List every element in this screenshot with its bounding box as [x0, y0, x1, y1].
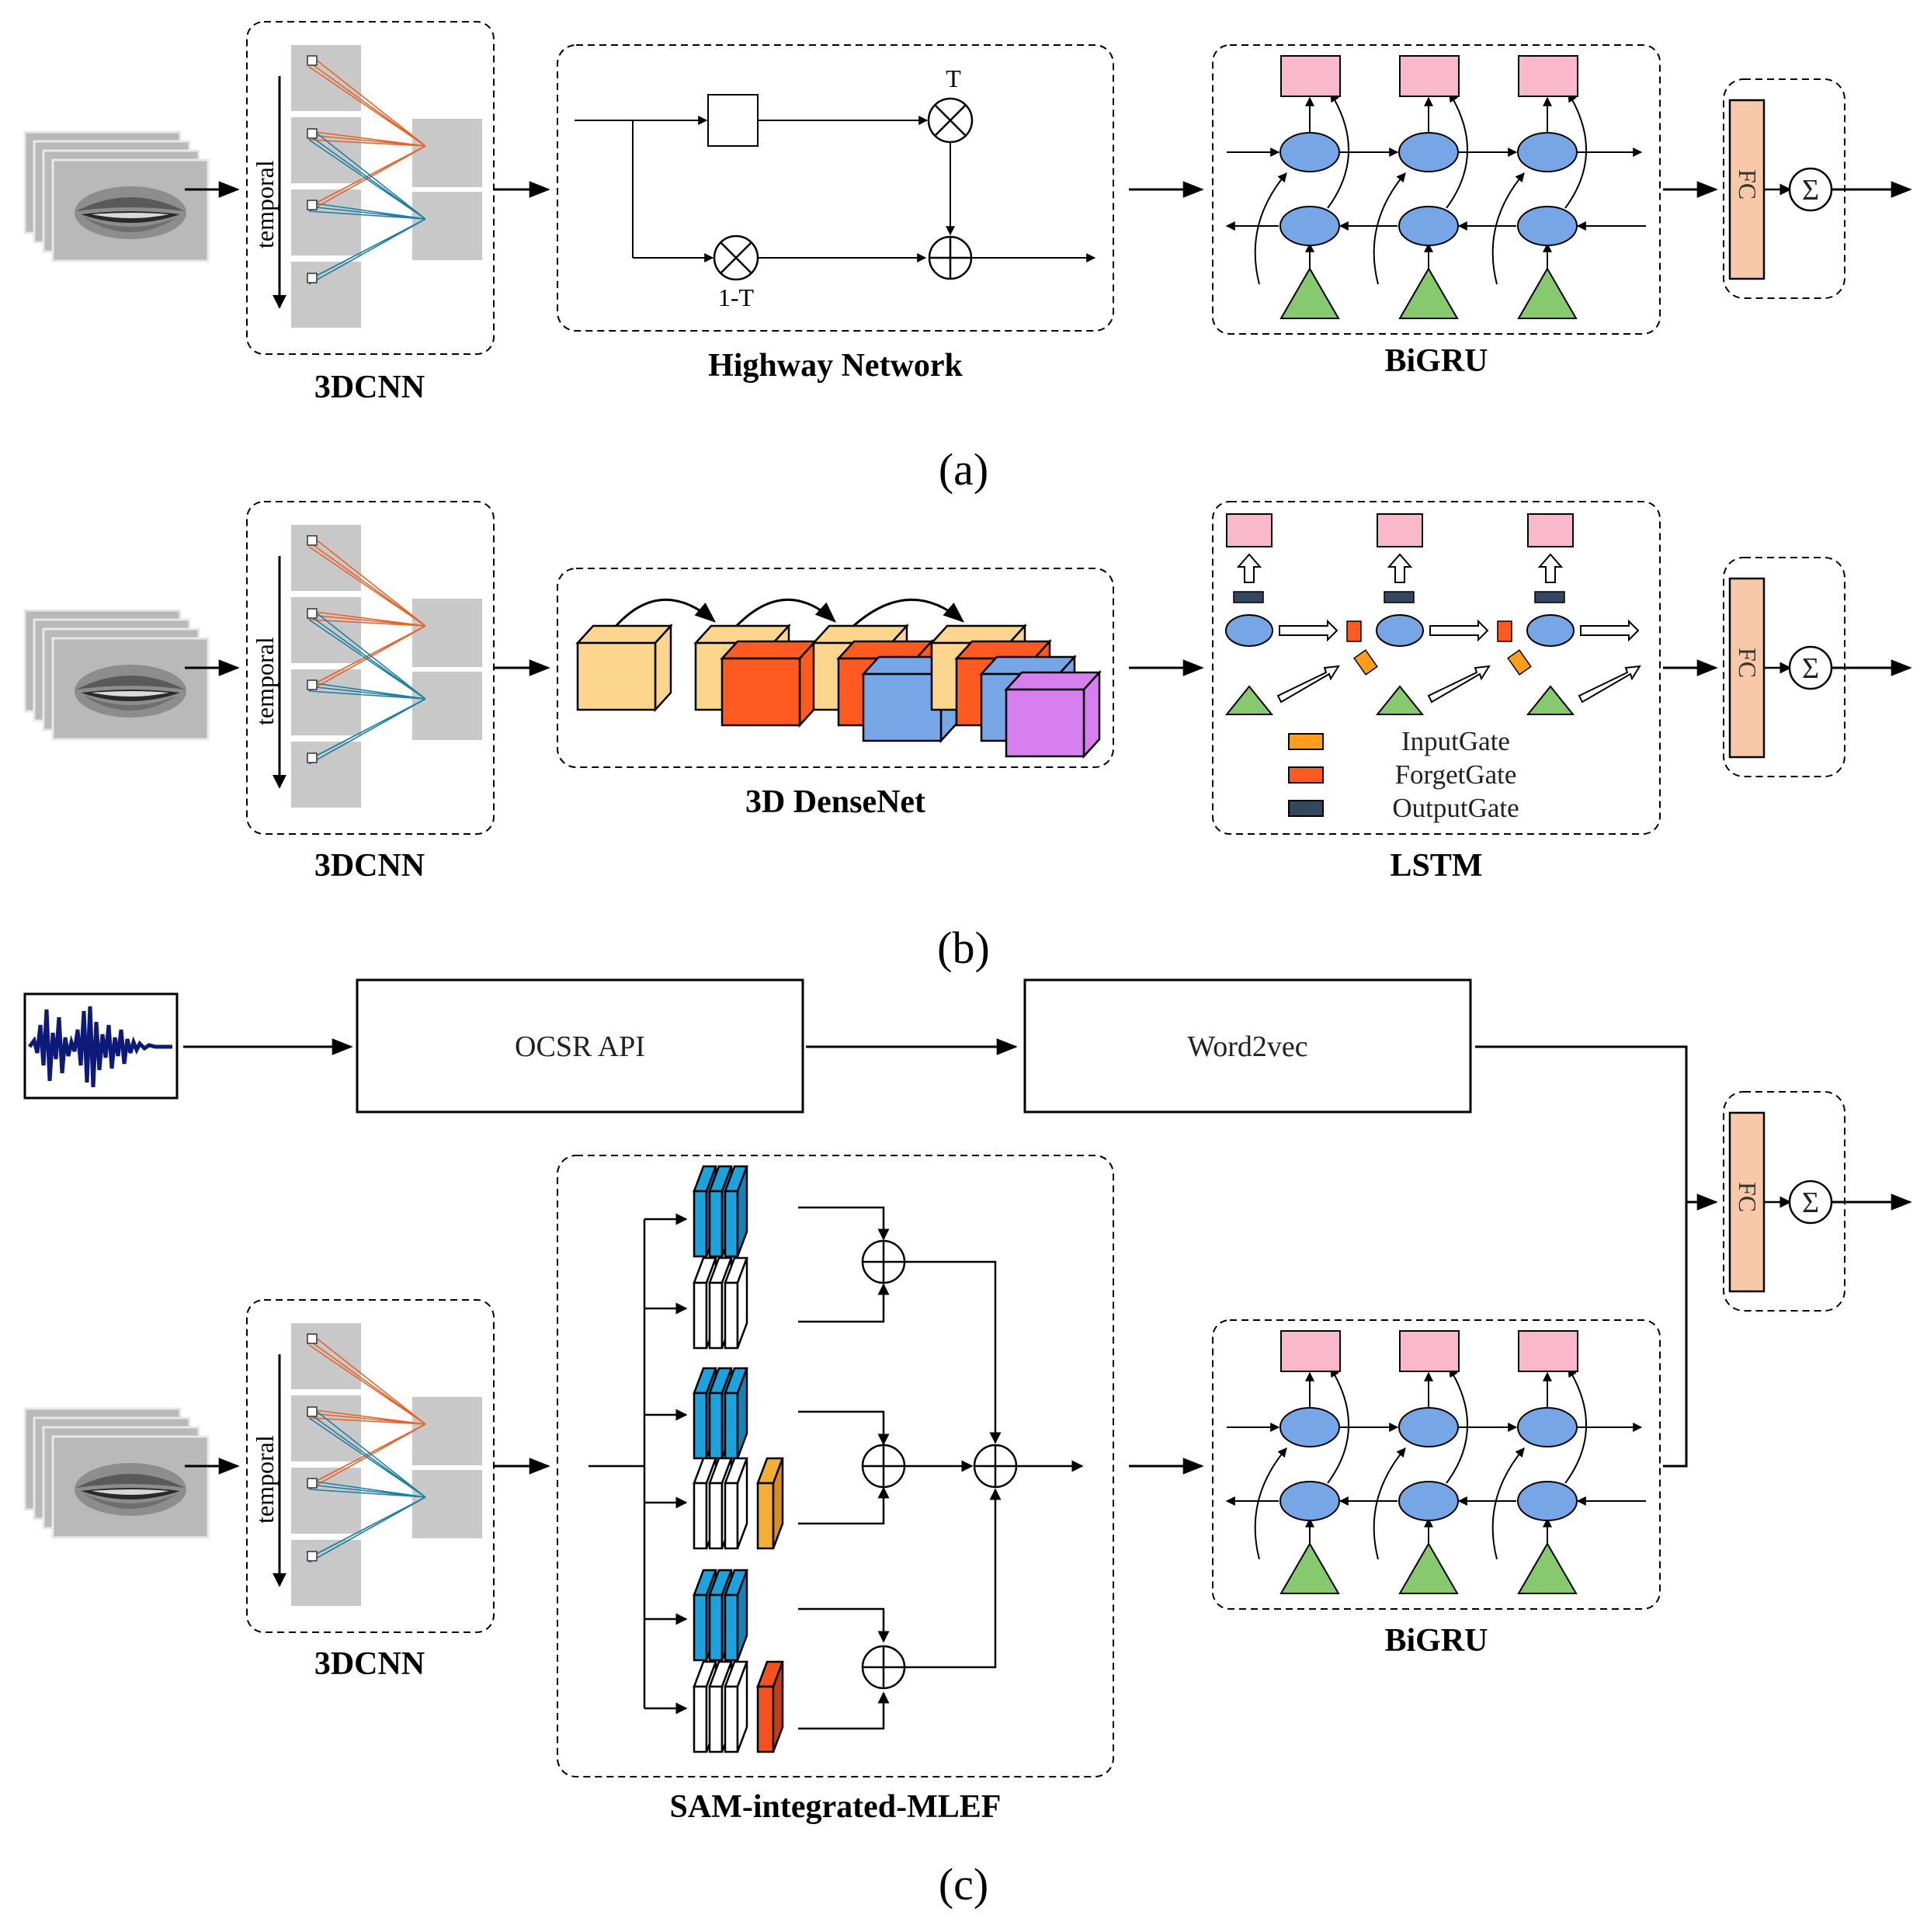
mlef-label: SAM-integrated-MLEF [670, 1789, 1002, 1825]
temporal-label-a: temporal [251, 160, 279, 248]
highway-label: Highway Network [708, 348, 963, 384]
mlef-block [557, 1155, 1114, 1777]
cnn-label-c: 3DCNN [314, 1646, 425, 1682]
fc-label-c: FC [1734, 1182, 1762, 1212]
legend-output-gate: OutputGate [1392, 793, 1519, 823]
sum-label-c: Σ [1802, 1187, 1819, 1219]
lip-image-stack-b [25, 610, 208, 739]
ocsr-api-label: OCSR API [515, 1030, 645, 1063]
audio-waveform [23, 992, 179, 1100]
fc-label-b: FC [1734, 648, 1762, 678]
cnn-block-b [247, 502, 494, 834]
densenet-label: 3D DenseNet [745, 784, 925, 820]
sum-label-a: Σ [1802, 174, 1819, 207]
cnn-block-a [247, 22, 494, 354]
ocsr-api-box [356, 978, 804, 1114]
cnn-block-c [247, 1300, 494, 1632]
sum-label-b: Σ [1802, 652, 1819, 685]
highway-network-block: T 1-T [557, 44, 1114, 332]
bigru-label-c: BiGRU [1384, 1623, 1488, 1659]
word2vec-label: Word2vec [1187, 1030, 1307, 1063]
cnn-label-b: 3DCNN [314, 848, 425, 884]
bigru-block-c [1213, 1320, 1660, 1609]
panel-label-c: (c) [939, 1859, 988, 1909]
lip-image-stack-c [25, 1409, 208, 1538]
panel-label-a: (a) [939, 444, 988, 495]
panel-a: temporal 3DCNN T 1-T Highway Network [25, 22, 1912, 495]
lstm-label: LSTM [1390, 848, 1482, 884]
densenet-block [557, 568, 1114, 768]
panel-b: temporal 3DCNN 3D DenseNet [25, 501, 1912, 973]
fc-label-a: FC [1734, 169, 1762, 200]
cnn-label-a: 3DCNN [314, 370, 425, 405]
temporal-label-b: temporal [251, 637, 279, 725]
lstm-block: InputGate ForgetGate OutputGate [1212, 501, 1661, 835]
bigru-label-a: BiGRU [1384, 343, 1488, 379]
panel-c: OCSR API Word2vec FC Σ temporal 3DCNN [23, 978, 1912, 1909]
gate-1t-label: 1-T [718, 283, 755, 311]
legend-forget-gate: ForgetGate [1395, 759, 1517, 790]
lip-image-stack-a [25, 132, 208, 261]
panel-label-b: (b) [937, 923, 990, 973]
temporal-label-c: temporal [251, 1435, 279, 1524]
bigru-block-a [1213, 45, 1660, 334]
gate-t-label: T [946, 64, 961, 92]
legend-input-gate: InputGate [1401, 726, 1510, 756]
word2vec-box [1023, 978, 1472, 1114]
